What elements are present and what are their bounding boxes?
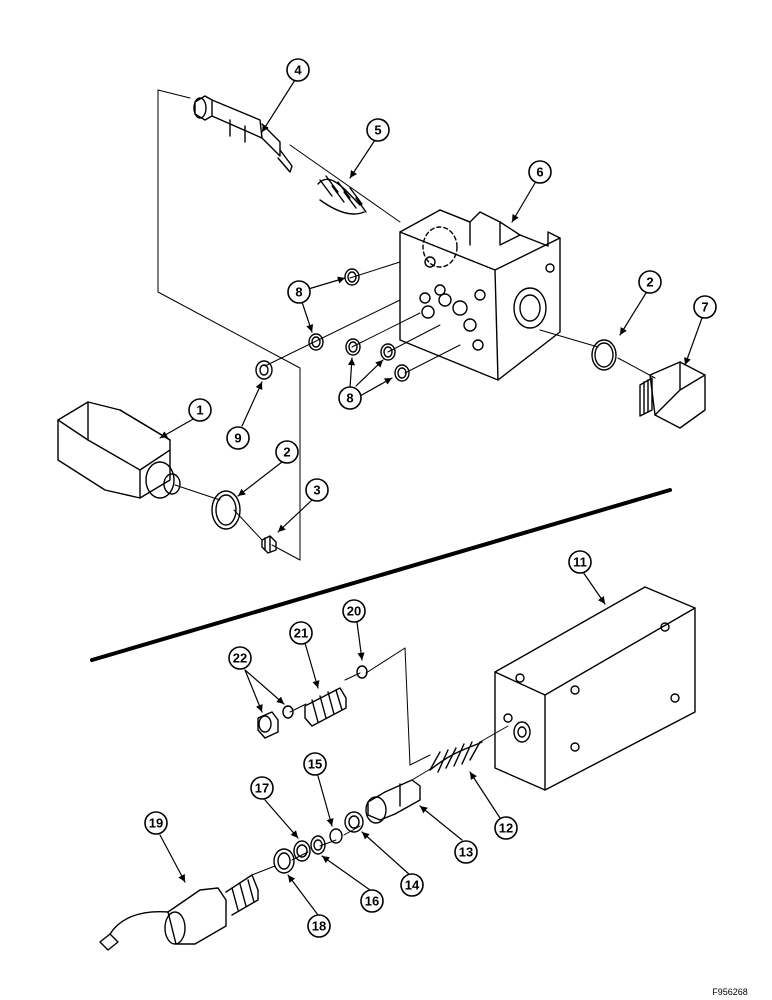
callout-1: 1 (196, 403, 203, 418)
callout-19: 19 (149, 816, 163, 831)
set-screw-part-3 (261, 535, 277, 554)
screen-part-21 (304, 687, 347, 727)
o-rings-part-8 (308, 268, 410, 382)
upper-assembly-guide-lines (157, 89, 656, 561)
ring-part-20 (356, 665, 368, 679)
poppet-part-13 (365, 779, 421, 824)
solenoid-coil-part-19 (99, 874, 259, 951)
plug-part-7 (639, 361, 706, 429)
callout-4: 4 (294, 63, 302, 78)
callout-18: 18 (312, 919, 326, 934)
callout-5: 5 (374, 123, 381, 138)
callout-6: 6 (536, 165, 543, 180)
section-divider (90, 488, 672, 662)
callout-2-upper: 2 (646, 275, 653, 290)
callout-8-upper: 8 (295, 285, 302, 300)
callout-20: 20 (347, 604, 361, 619)
callout-9: 9 (234, 431, 241, 446)
callout-22: 22 (233, 651, 247, 666)
callout-3: 3 (313, 483, 320, 498)
callout-8-lower: 8 (346, 391, 353, 406)
callout-21: 21 (294, 626, 308, 641)
callout-16: 16 (365, 894, 379, 909)
callout-12: 12 (499, 821, 513, 836)
callout-13: 13 (459, 845, 473, 860)
ring-part-9 (255, 360, 273, 380)
spool-part-4 (193, 95, 293, 173)
o-ring-part-2-lower (211, 490, 241, 530)
spring-part-5 (317, 175, 367, 215)
rings-parts-14-18 (273, 811, 364, 874)
spring-part-12 (429, 741, 483, 773)
plug-part-22 (257, 705, 294, 739)
valve-body-part-6 (399, 209, 561, 381)
block-part-11 (494, 586, 696, 791)
callout-11: 11 (573, 555, 587, 570)
callout-14: 14 (405, 878, 420, 893)
figure-id: F956268 (712, 987, 748, 997)
cartridge-part-1 (57, 401, 181, 499)
leader-lines (159, 79, 703, 916)
callout-17: 17 (255, 781, 269, 796)
o-ring-part-2-upper (591, 339, 617, 371)
callout-2-lower: 2 (283, 445, 290, 460)
callout-7: 7 (701, 300, 708, 315)
callout-15: 15 (308, 757, 322, 772)
callout-bubbles (144, 58, 717, 938)
